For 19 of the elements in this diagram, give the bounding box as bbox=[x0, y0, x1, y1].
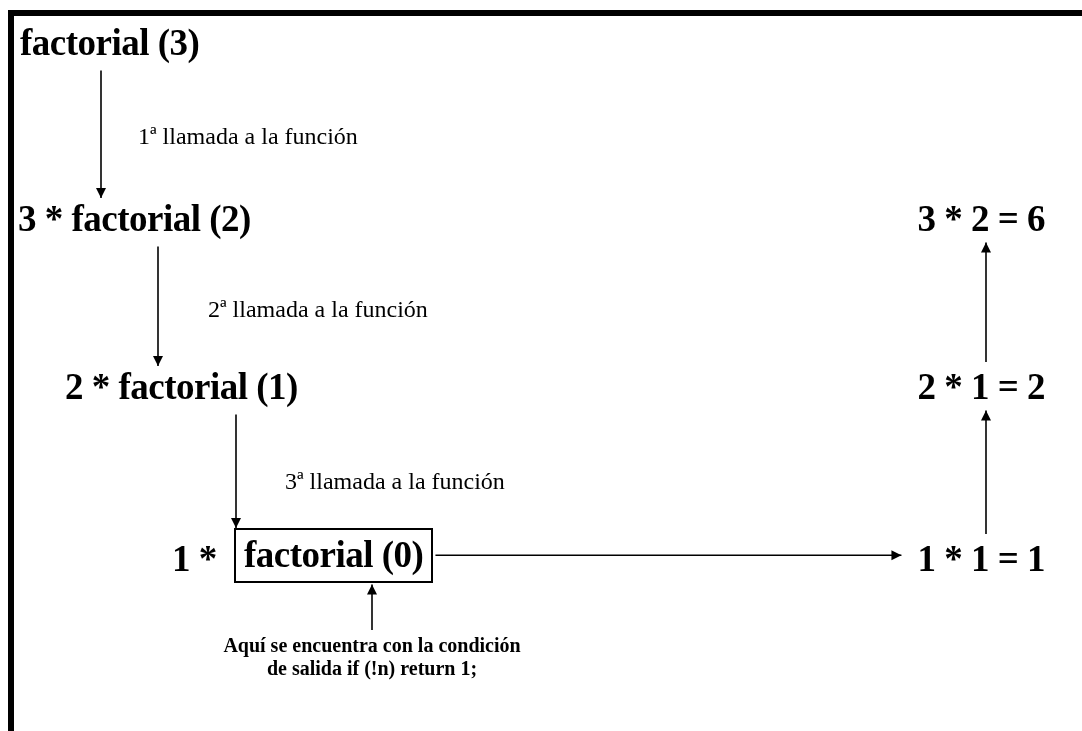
expression-text: factorial (3) bbox=[20, 22, 200, 65]
arrow bbox=[981, 409, 991, 535]
arrow bbox=[153, 245, 163, 367]
expression-text: 2 * factorial (1) bbox=[65, 366, 298, 409]
edge-label: 2ª llamada a la función bbox=[208, 295, 428, 324]
note-text: Aquí se encuentra con la condición de salida if (!n) return 1; bbox=[222, 634, 522, 680]
highlight-box: factorial (0) bbox=[234, 528, 434, 583]
multiplier-text: 1 * bbox=[172, 538, 217, 581]
arrow bbox=[231, 413, 241, 529]
arrow bbox=[367, 583, 377, 631]
expression-text: 2 * 1 = 2 bbox=[917, 366, 1045, 409]
expression-text: 1 * 1 = 1 bbox=[917, 538, 1045, 581]
arrow bbox=[981, 241, 991, 363]
edge-label: 3ª llamada a la función bbox=[285, 467, 505, 496]
arrow bbox=[434, 550, 903, 561]
expression-text: 3 * factorial (2) bbox=[18, 198, 251, 241]
edge-label: 1ª llamada a la función bbox=[138, 122, 358, 151]
arrow bbox=[96, 69, 106, 199]
expression-text: 3 * 2 = 6 bbox=[917, 198, 1045, 241]
